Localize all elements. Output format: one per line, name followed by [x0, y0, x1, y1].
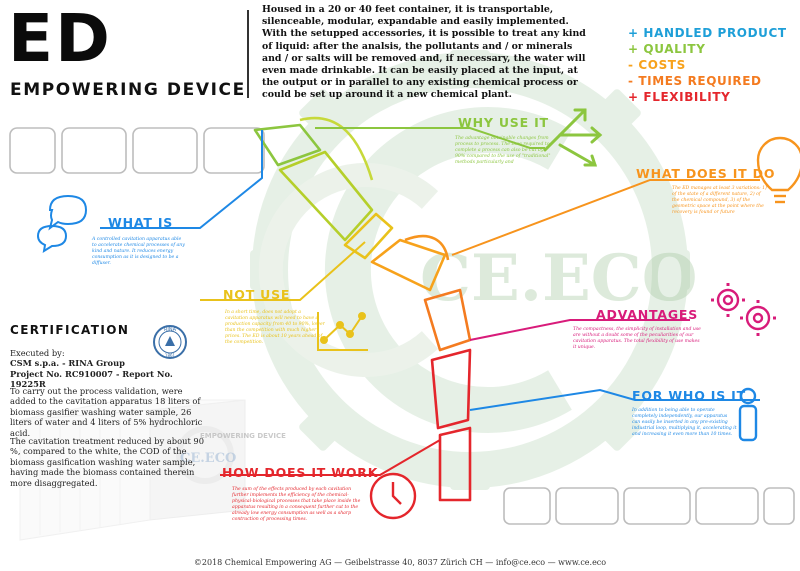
svg-text:RINA: RINA	[164, 327, 177, 333]
arrows-icon	[543, 108, 603, 167]
connector-lines	[100, 127, 760, 476]
text-advantages: The compactness, the simplicity of insta…	[573, 327, 701, 350]
logo-ed: ED	[8, 0, 112, 77]
keyword-times-required: - TIMES REQUIRED	[628, 74, 762, 88]
logo-subtitle: EMPOWERING DEVICE	[10, 80, 246, 100]
keyword-handled-product: + HANDLED PRODUCT	[628, 26, 787, 40]
header-divider	[247, 10, 249, 98]
heading-what-is: WHAT IS	[108, 215, 174, 230]
certification-paragraph-2: The cavitation treatment reduced by abou…	[10, 436, 204, 488]
empty-boxes-top	[9, 127, 265, 174]
svg-text:1861: 1861	[165, 353, 176, 358]
rina-seal: RINA 1861	[153, 325, 187, 359]
gears-icon	[711, 283, 776, 336]
keyword-quality: + QUALITY	[628, 42, 706, 56]
certification-project: Project No. RC910007 - Report No. 19225R	[10, 368, 173, 390]
certification-executed: Executed by: CSM s.p.a. - RINA Group Pro…	[10, 348, 210, 390]
text-why-use-it: The advantage obtainable changes from pr…	[455, 136, 551, 165]
keyword-costs: - COSTS	[628, 58, 686, 72]
text-how-does-it-work: The sum of the effects produced by each …	[232, 487, 361, 522]
heading-what-does-it-do: WHAT DOES IT DO	[636, 166, 776, 181]
heading-why-use-it: WHY USE IT	[458, 115, 549, 130]
clock-icon	[369, 472, 417, 520]
certification-paragraph-1: To carry out the process validation, wer…	[10, 386, 203, 438]
keyword-flexibility: + FLEXIBILITY	[628, 90, 731, 104]
executed-by-label: Executed by:	[10, 348, 65, 358]
chart-icon	[317, 312, 368, 351]
container-watermark-text: EMPOWERING DEVICE	[200, 432, 286, 440]
text-for-who-is-it: In addition to being able to operate com…	[632, 408, 737, 437]
container-watermark	[19, 399, 246, 541]
certification-title: CERTIFICATION	[10, 323, 130, 337]
text-what-is: A controlled cavitation apparatus able t…	[92, 237, 185, 266]
container-logo-watermark: CE.ECO	[180, 451, 236, 466]
text-what-does-it-do: The ED manages at least 3 variations: 1)…	[672, 186, 767, 215]
text-not-use: In a short time, does not adopt a cavita…	[225, 310, 325, 345]
intro-paragraph: Housed in a 20 or 40 feet container, it …	[262, 4, 586, 101]
heading-not-use: NOT USE	[223, 287, 291, 302]
empty-boxes-bottom	[503, 487, 795, 525]
person-icon	[738, 387, 758, 442]
gear-logo-watermark: CE.ECO	[420, 241, 697, 316]
certification-company: CSM s.p.a. - RINA Group	[10, 358, 125, 369]
keywords-list: + HANDLED PRODUCT + QUALITY - COSTS - TI…	[628, 25, 787, 105]
footer: ©2018 Chemical Empowering AG — Geibelstr…	[193, 558, 607, 567]
heading-advantages: ADVANTAGES	[596, 307, 699, 322]
heading-how-does-it-work: HOW DOES IT WORK	[222, 465, 379, 480]
device-arm-segments	[253, 116, 472, 502]
heading-for-who-is-it: FOR WHO IS IT	[632, 388, 746, 403]
speech-bubbles-icon	[36, 194, 88, 254]
